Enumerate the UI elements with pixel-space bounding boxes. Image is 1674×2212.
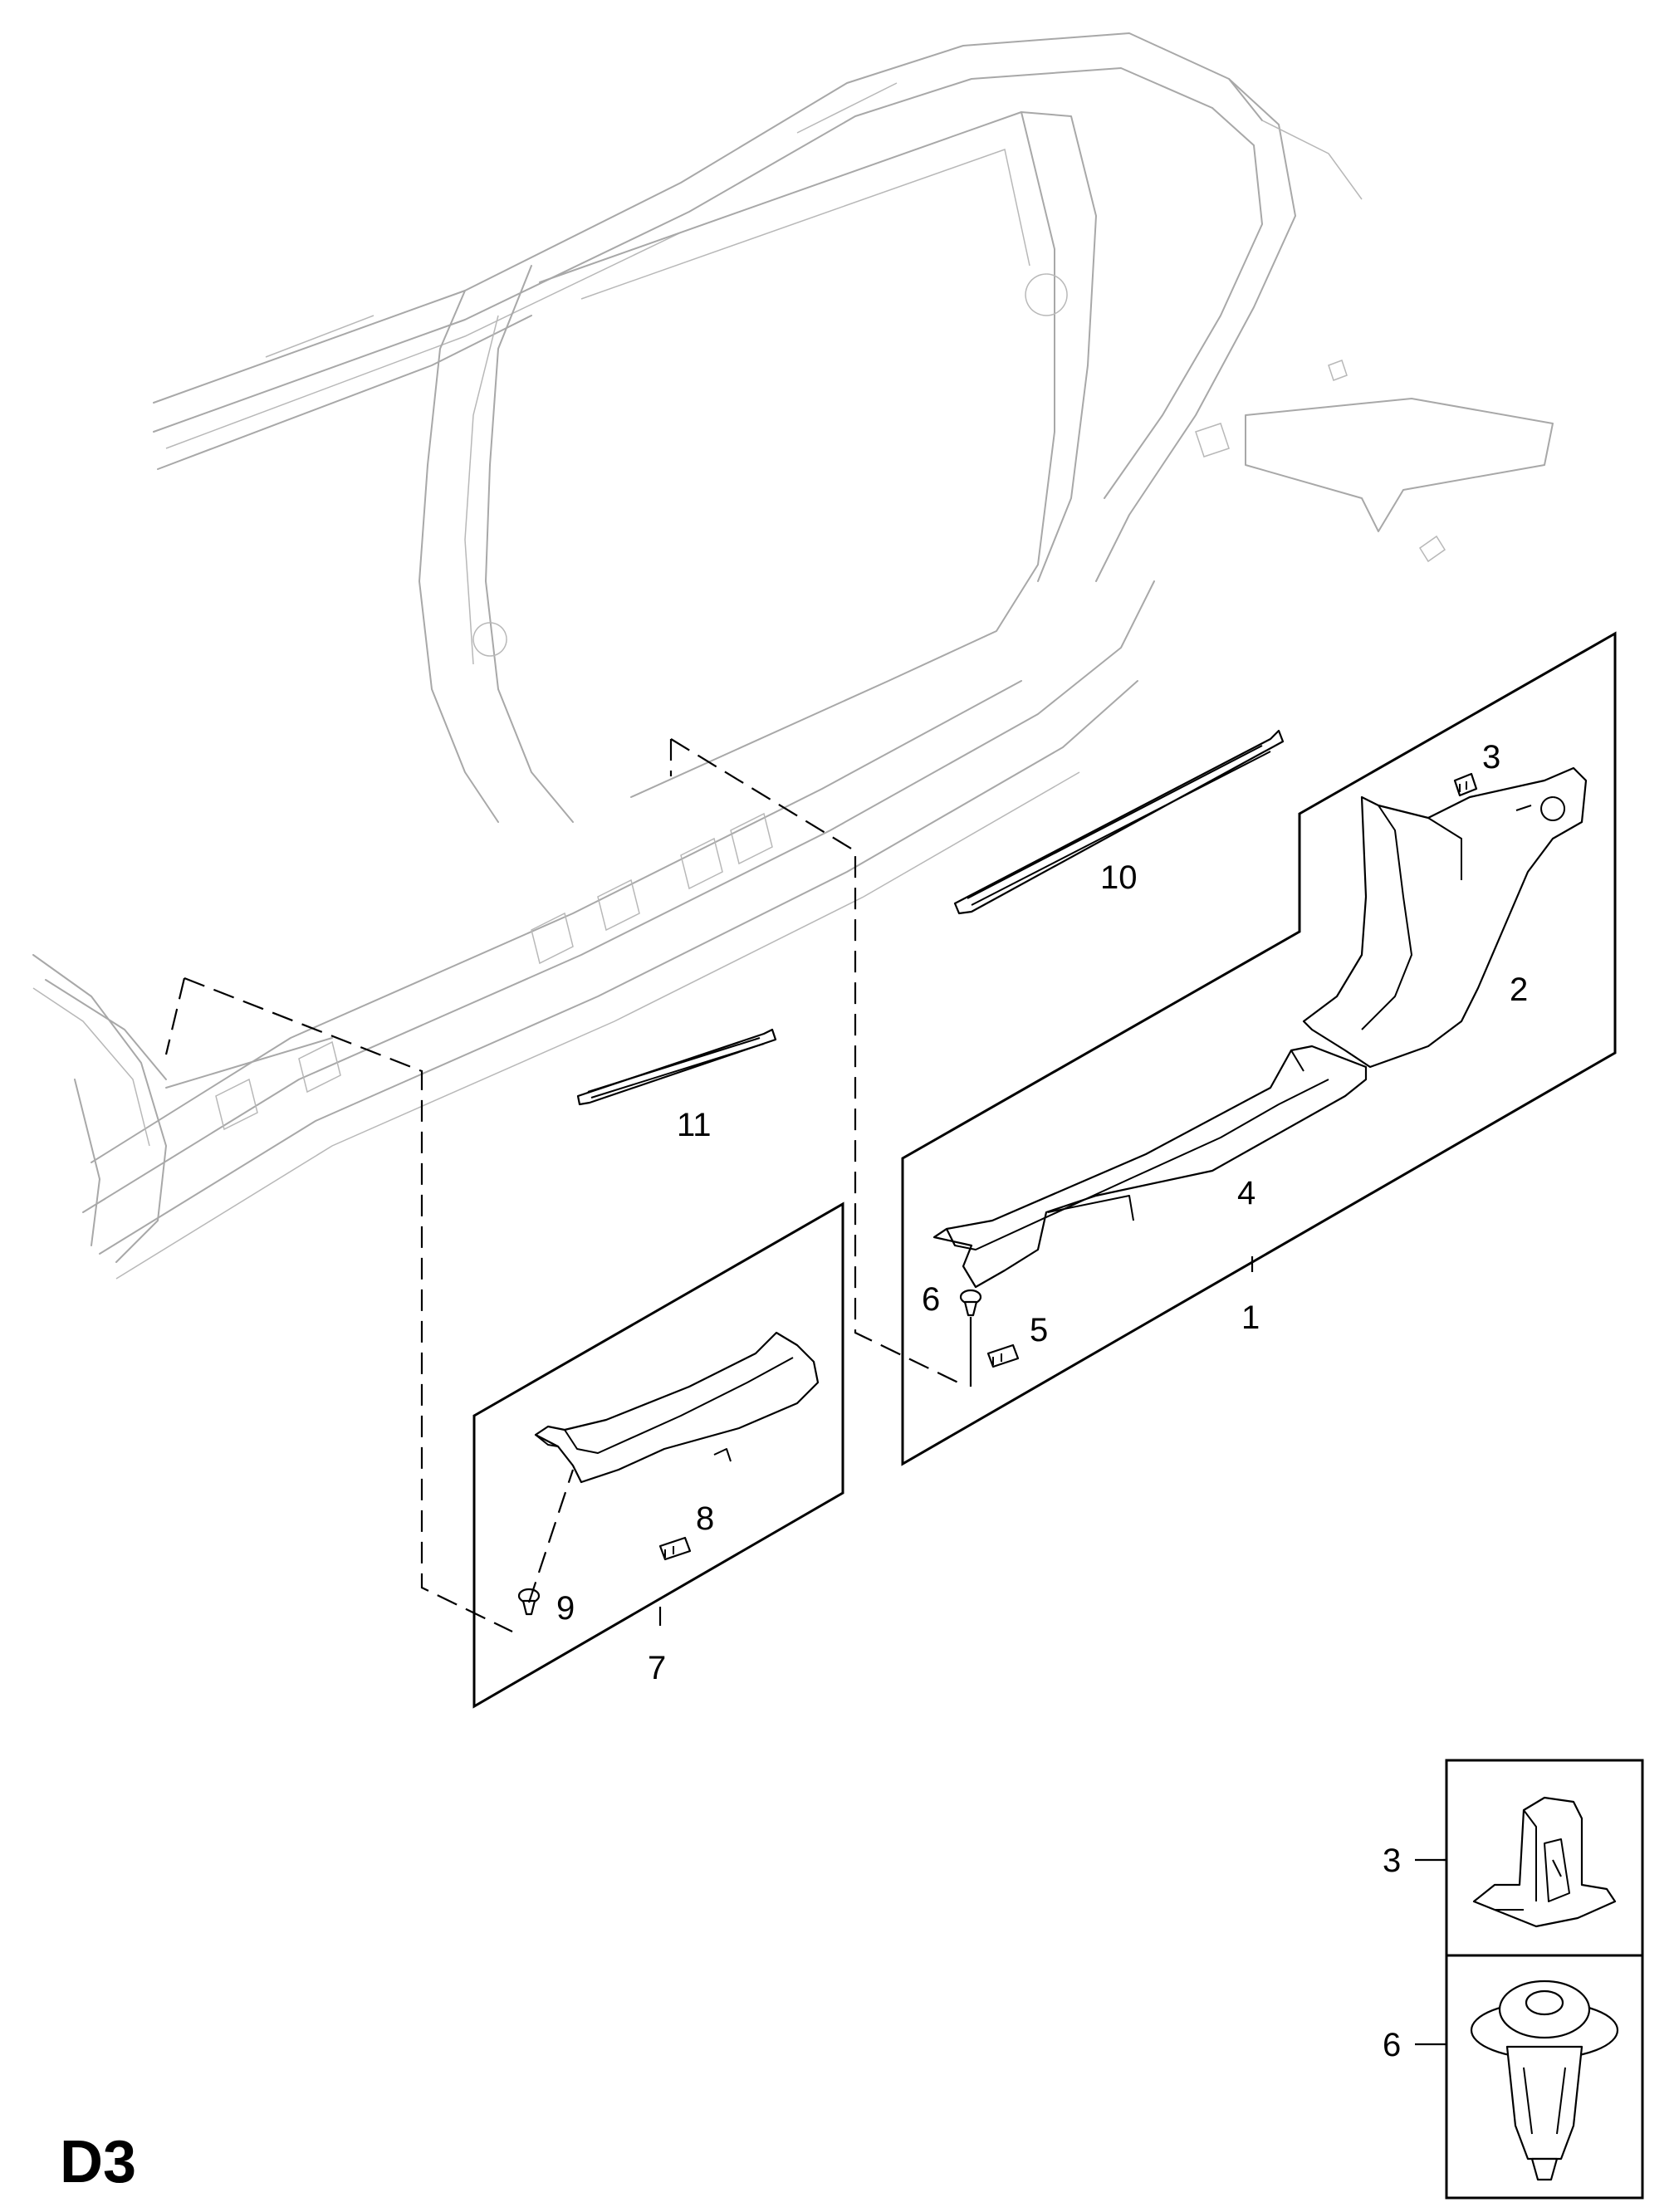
clip-part-5 xyxy=(986,1343,1020,1368)
clip-part-3 xyxy=(1453,772,1478,797)
push-clip-part-9 xyxy=(517,1588,541,1616)
callout-11: 11 xyxy=(677,1107,712,1143)
callout-4: 4 xyxy=(1237,1175,1256,1211)
sill-plate-part-10 xyxy=(953,729,1285,915)
callout-2: 2 xyxy=(1510,971,1528,1008)
assembly-dashed-lines xyxy=(164,738,964,1632)
leader-lines xyxy=(658,1256,1446,2046)
callout-1: 1 xyxy=(1241,1299,1260,1336)
callout-7: 7 xyxy=(648,1650,666,1686)
sill-plate-part-11 xyxy=(576,1028,777,1106)
car-body-side-outline xyxy=(32,32,1554,1280)
clip-part-8 xyxy=(658,1536,692,1561)
assembly-panel-7 xyxy=(472,1201,844,1709)
callout-6: 6 xyxy=(922,1281,940,1318)
front-sill-trim-part-7 xyxy=(534,1331,820,1484)
page-code: D3 xyxy=(60,2129,136,2195)
push-clip-part-6 xyxy=(959,1289,982,1317)
callout-9: 9 xyxy=(556,1590,575,1627)
callout-5: 5 xyxy=(1030,1312,1048,1348)
detail-box-part-6 xyxy=(1445,1954,1644,2200)
detail-callout-3: 3 xyxy=(1383,1843,1401,1879)
detail-callout-6: 6 xyxy=(1383,2027,1401,2063)
sill-trim-part-4 xyxy=(932,1045,1368,1289)
detail-box-part-3 xyxy=(1445,1759,1644,1960)
callout-3: 3 xyxy=(1482,739,1500,776)
callout-10: 10 xyxy=(1100,859,1138,896)
rear-quarter-lower-trim-part xyxy=(1302,766,1588,1069)
callout-8: 8 xyxy=(696,1500,714,1537)
